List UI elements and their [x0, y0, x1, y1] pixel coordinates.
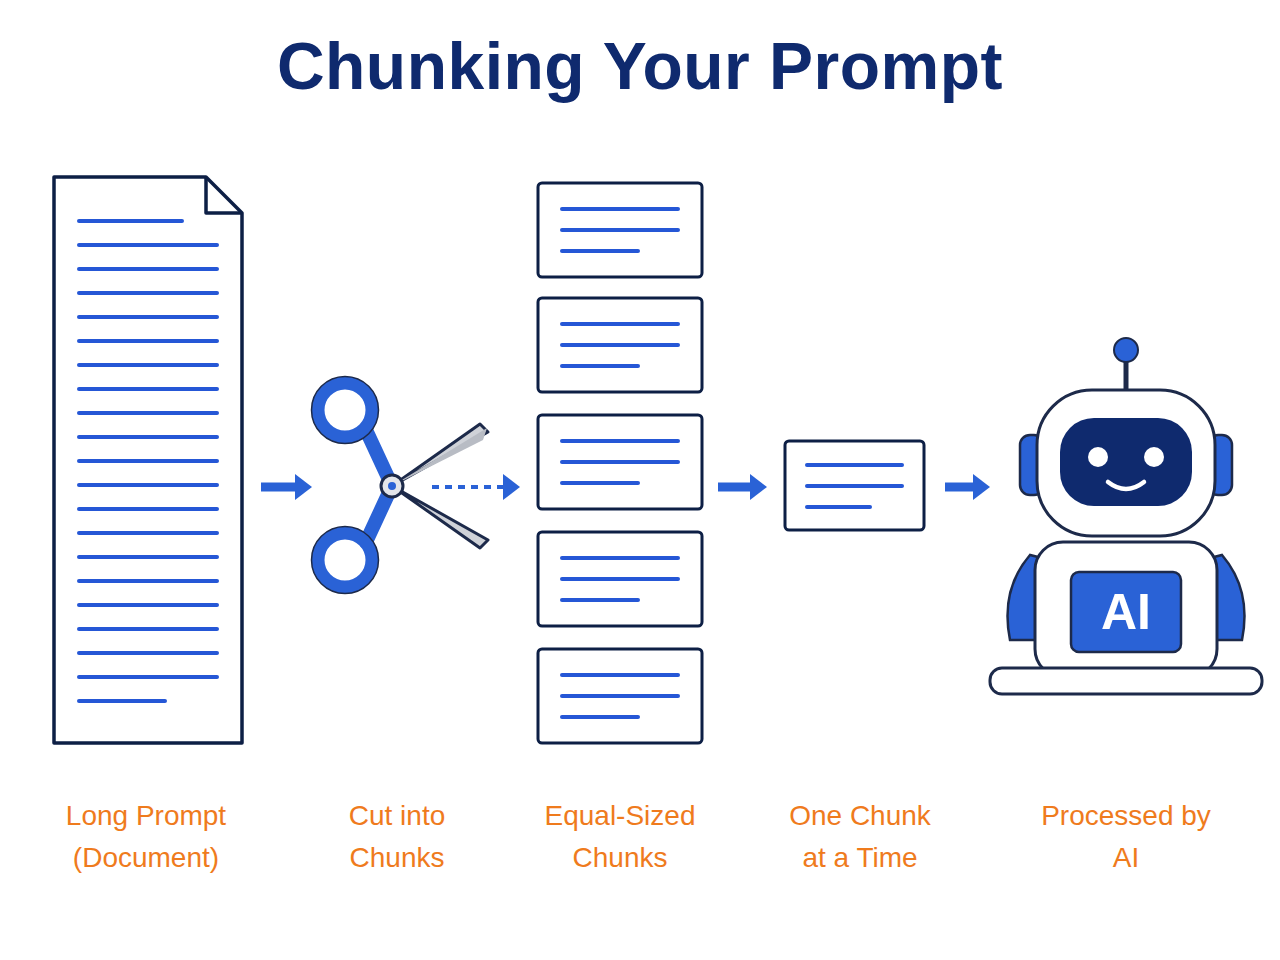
step-caption: Long Prompt (Document) [39, 795, 254, 879]
chest-badge-text: AI [1071, 582, 1181, 642]
flow-arrow [718, 474, 767, 500]
document-icon [54, 177, 242, 743]
pipeline-step: One Chunk at a Time [784, 440, 925, 531]
flow-arrow [945, 474, 990, 500]
title: Chunking Your Prompt [0, 28, 1280, 104]
chunk-stack [538, 183, 702, 743]
flow-arrow [432, 474, 520, 500]
step-caption: Cut into Chunks [315, 795, 480, 879]
pipeline-step: Equal-Sized Chunks [537, 182, 703, 745]
pipeline-step: Processed by AI [990, 335, 1265, 695]
step-caption: Processed by AI [1029, 795, 1224, 879]
pipeline-step: Long Prompt (Document) [52, 175, 244, 745]
flow-arrow [261, 474, 312, 500]
robot-icon [990, 338, 1262, 694]
single-chunk [785, 441, 924, 530]
step-caption: One Chunk at a Time [776, 795, 944, 879]
step-caption: Equal-Sized Chunks [528, 795, 713, 879]
pipeline-step: Cut into Chunks [318, 380, 440, 592]
